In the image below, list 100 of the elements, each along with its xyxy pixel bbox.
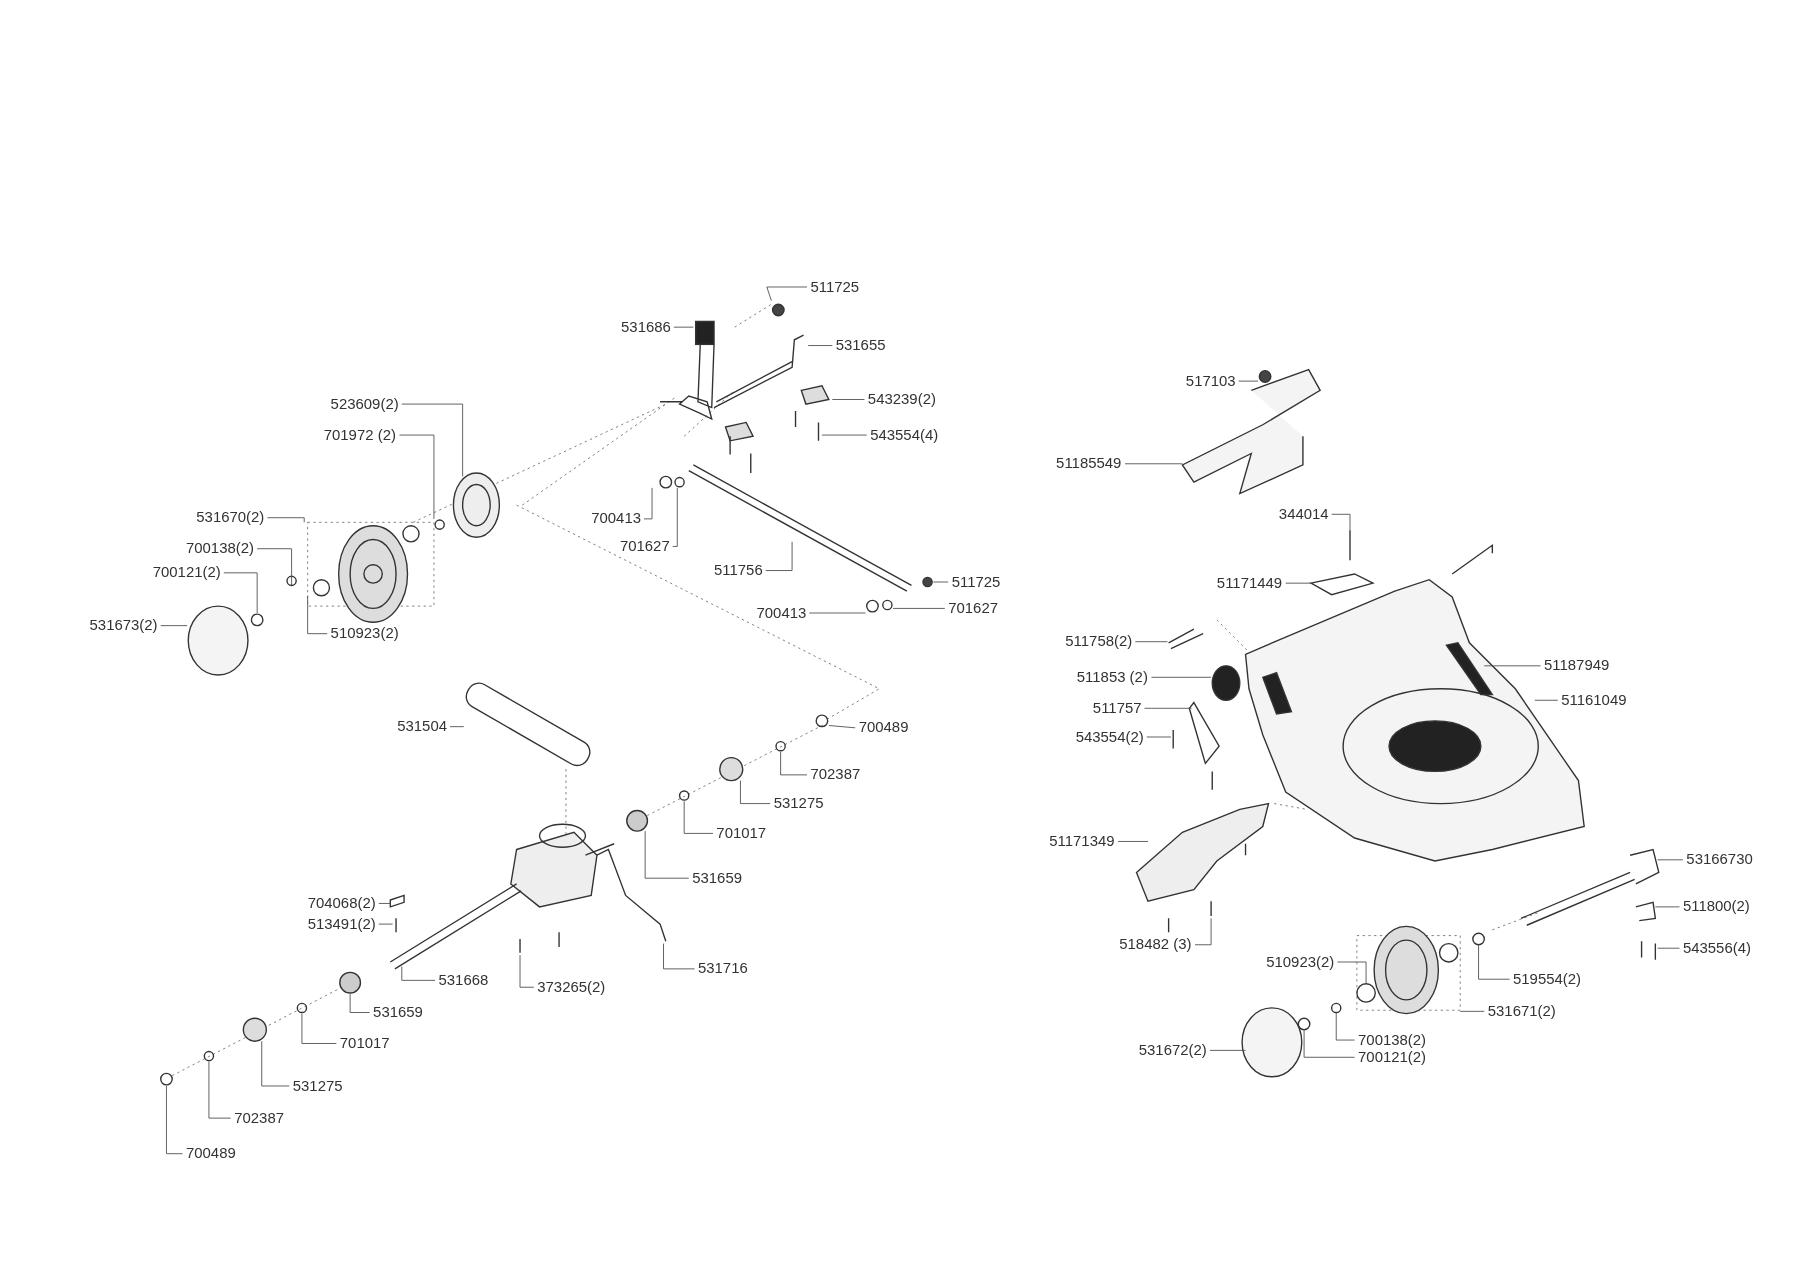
leader-line <box>643 487 653 520</box>
leader-line <box>831 399 865 400</box>
leader-line <box>1331 513 1351 531</box>
callout-number: 700138(2) <box>185 539 254 558</box>
callout-number: 511853 (2) <box>1076 668 1148 687</box>
leader-line <box>644 830 690 879</box>
leader-line <box>1534 699 1559 701</box>
callout-number: 543239(2) <box>867 390 936 409</box>
leader-line <box>307 595 328 635</box>
callout-number: 513491(2) <box>307 914 376 934</box>
callout-number: 51171449 <box>1216 574 1283 593</box>
callout-number: 700413 <box>756 603 807 623</box>
leader-line <box>892 607 946 609</box>
callout-number: 701627 <box>948 599 999 618</box>
callout-number: 701627 <box>619 537 670 556</box>
leader-line <box>766 286 808 302</box>
callout-number: 700121(2) <box>1358 1048 1427 1067</box>
callout-number: 701017 <box>339 1034 390 1053</box>
leader-line <box>1657 859 1684 861</box>
callout-number: 531275 <box>773 794 824 813</box>
callout-number: 518482 (3) <box>1119 935 1192 954</box>
callout-number: 51171349 <box>1049 832 1115 851</box>
leader-line <box>808 612 866 614</box>
callout-number: 700121(2) <box>152 563 221 582</box>
leader-line <box>1459 1010 1485 1012</box>
leader-line <box>932 581 949 583</box>
leader-line <box>378 923 394 925</box>
callout-number: 531275 <box>292 1076 343 1096</box>
callout-number: 700489 <box>185 1144 236 1163</box>
leader-line <box>267 517 305 523</box>
callout-number: 531670(2) <box>196 508 265 527</box>
leader-line <box>256 548 293 586</box>
leader-line <box>1654 906 1680 908</box>
callout-number: 53166730 <box>1686 850 1753 869</box>
leader-line <box>765 541 793 571</box>
leader-line <box>1150 676 1212 678</box>
leader-line <box>223 572 258 614</box>
callout-number: 531672(2) <box>1138 1041 1207 1060</box>
callout-number: 531671(2) <box>1487 1002 1556 1021</box>
leader-line <box>1483 665 1541 667</box>
callout-number: 511756 <box>714 561 763 580</box>
leader-line <box>683 800 714 834</box>
callout-number: 543556(4) <box>1682 939 1751 958</box>
callout-number: 344014 <box>1278 505 1329 524</box>
callout-number: 510923(2) <box>1266 952 1335 972</box>
leader-line <box>1335 1012 1356 1041</box>
callout-number: 543554(2) <box>1075 727 1144 747</box>
leader-line <box>1146 736 1172 738</box>
leader-line <box>160 625 188 627</box>
callout-number: 700138(2) <box>1358 1030 1427 1050</box>
leader-line <box>449 726 465 728</box>
leader-line <box>401 403 464 477</box>
leader-line <box>1303 1029 1356 1058</box>
leader-line <box>780 751 808 776</box>
callout-number: 531655 <box>835 336 886 355</box>
callout-number: 511800(2) <box>1682 897 1750 917</box>
callout-number: 523609(2) <box>330 394 399 414</box>
callout-number: 531504 <box>397 717 447 736</box>
callout-number: 702387 <box>234 1108 284 1128</box>
callout-number: 531686 <box>621 318 671 337</box>
callout-number: 531673(2) <box>89 616 158 635</box>
callout-number: 700413 <box>591 509 641 529</box>
callout-number: 531659 <box>373 1003 423 1022</box>
callout-number: 51187949 <box>1544 656 1610 675</box>
leader-line <box>1124 463 1183 465</box>
callout-number: 543554(4) <box>870 425 939 445</box>
callout-number: 701017 <box>716 824 767 843</box>
callout-number: 531668 <box>438 971 489 990</box>
callout-number: 704068(2) <box>307 894 376 913</box>
leader-line <box>673 326 694 328</box>
leader-line <box>349 993 371 1013</box>
callout-number: 517103 <box>1185 371 1236 391</box>
leader-line <box>739 780 771 805</box>
callout-number: 511725 <box>810 277 860 297</box>
callout-number: 700489 <box>858 718 909 737</box>
callout-number: 511725 <box>951 572 1001 592</box>
callout-number: 373265(2) <box>537 978 606 997</box>
leader-line <box>401 966 436 981</box>
leader-line <box>378 903 391 904</box>
callout-number: 701972 (2) <box>323 425 396 445</box>
leader-line <box>828 725 856 729</box>
leader-line <box>208 1061 232 1119</box>
leader-line <box>1117 841 1149 842</box>
callout-number: 510923(2) <box>330 624 399 643</box>
callout-number: 702387 <box>810 765 861 785</box>
callout-number: 511758(2) <box>1065 632 1133 651</box>
leader-line <box>672 487 678 547</box>
leader-line <box>399 434 435 520</box>
leader-line <box>1209 1049 1246 1051</box>
callout-number: 51185549 <box>1056 454 1122 473</box>
leader-line <box>301 1013 337 1044</box>
leader-line <box>1336 961 1367 985</box>
leader-line <box>166 1085 183 1155</box>
callout-number: 531716 <box>697 959 748 979</box>
leader-line <box>1144 707 1193 709</box>
leader-line <box>821 434 868 436</box>
callout-number: 531659 <box>692 869 743 888</box>
leader-line <box>261 1040 290 1087</box>
leader-line <box>1657 947 1680 949</box>
callout-number: 51161049 <box>1561 691 1627 710</box>
